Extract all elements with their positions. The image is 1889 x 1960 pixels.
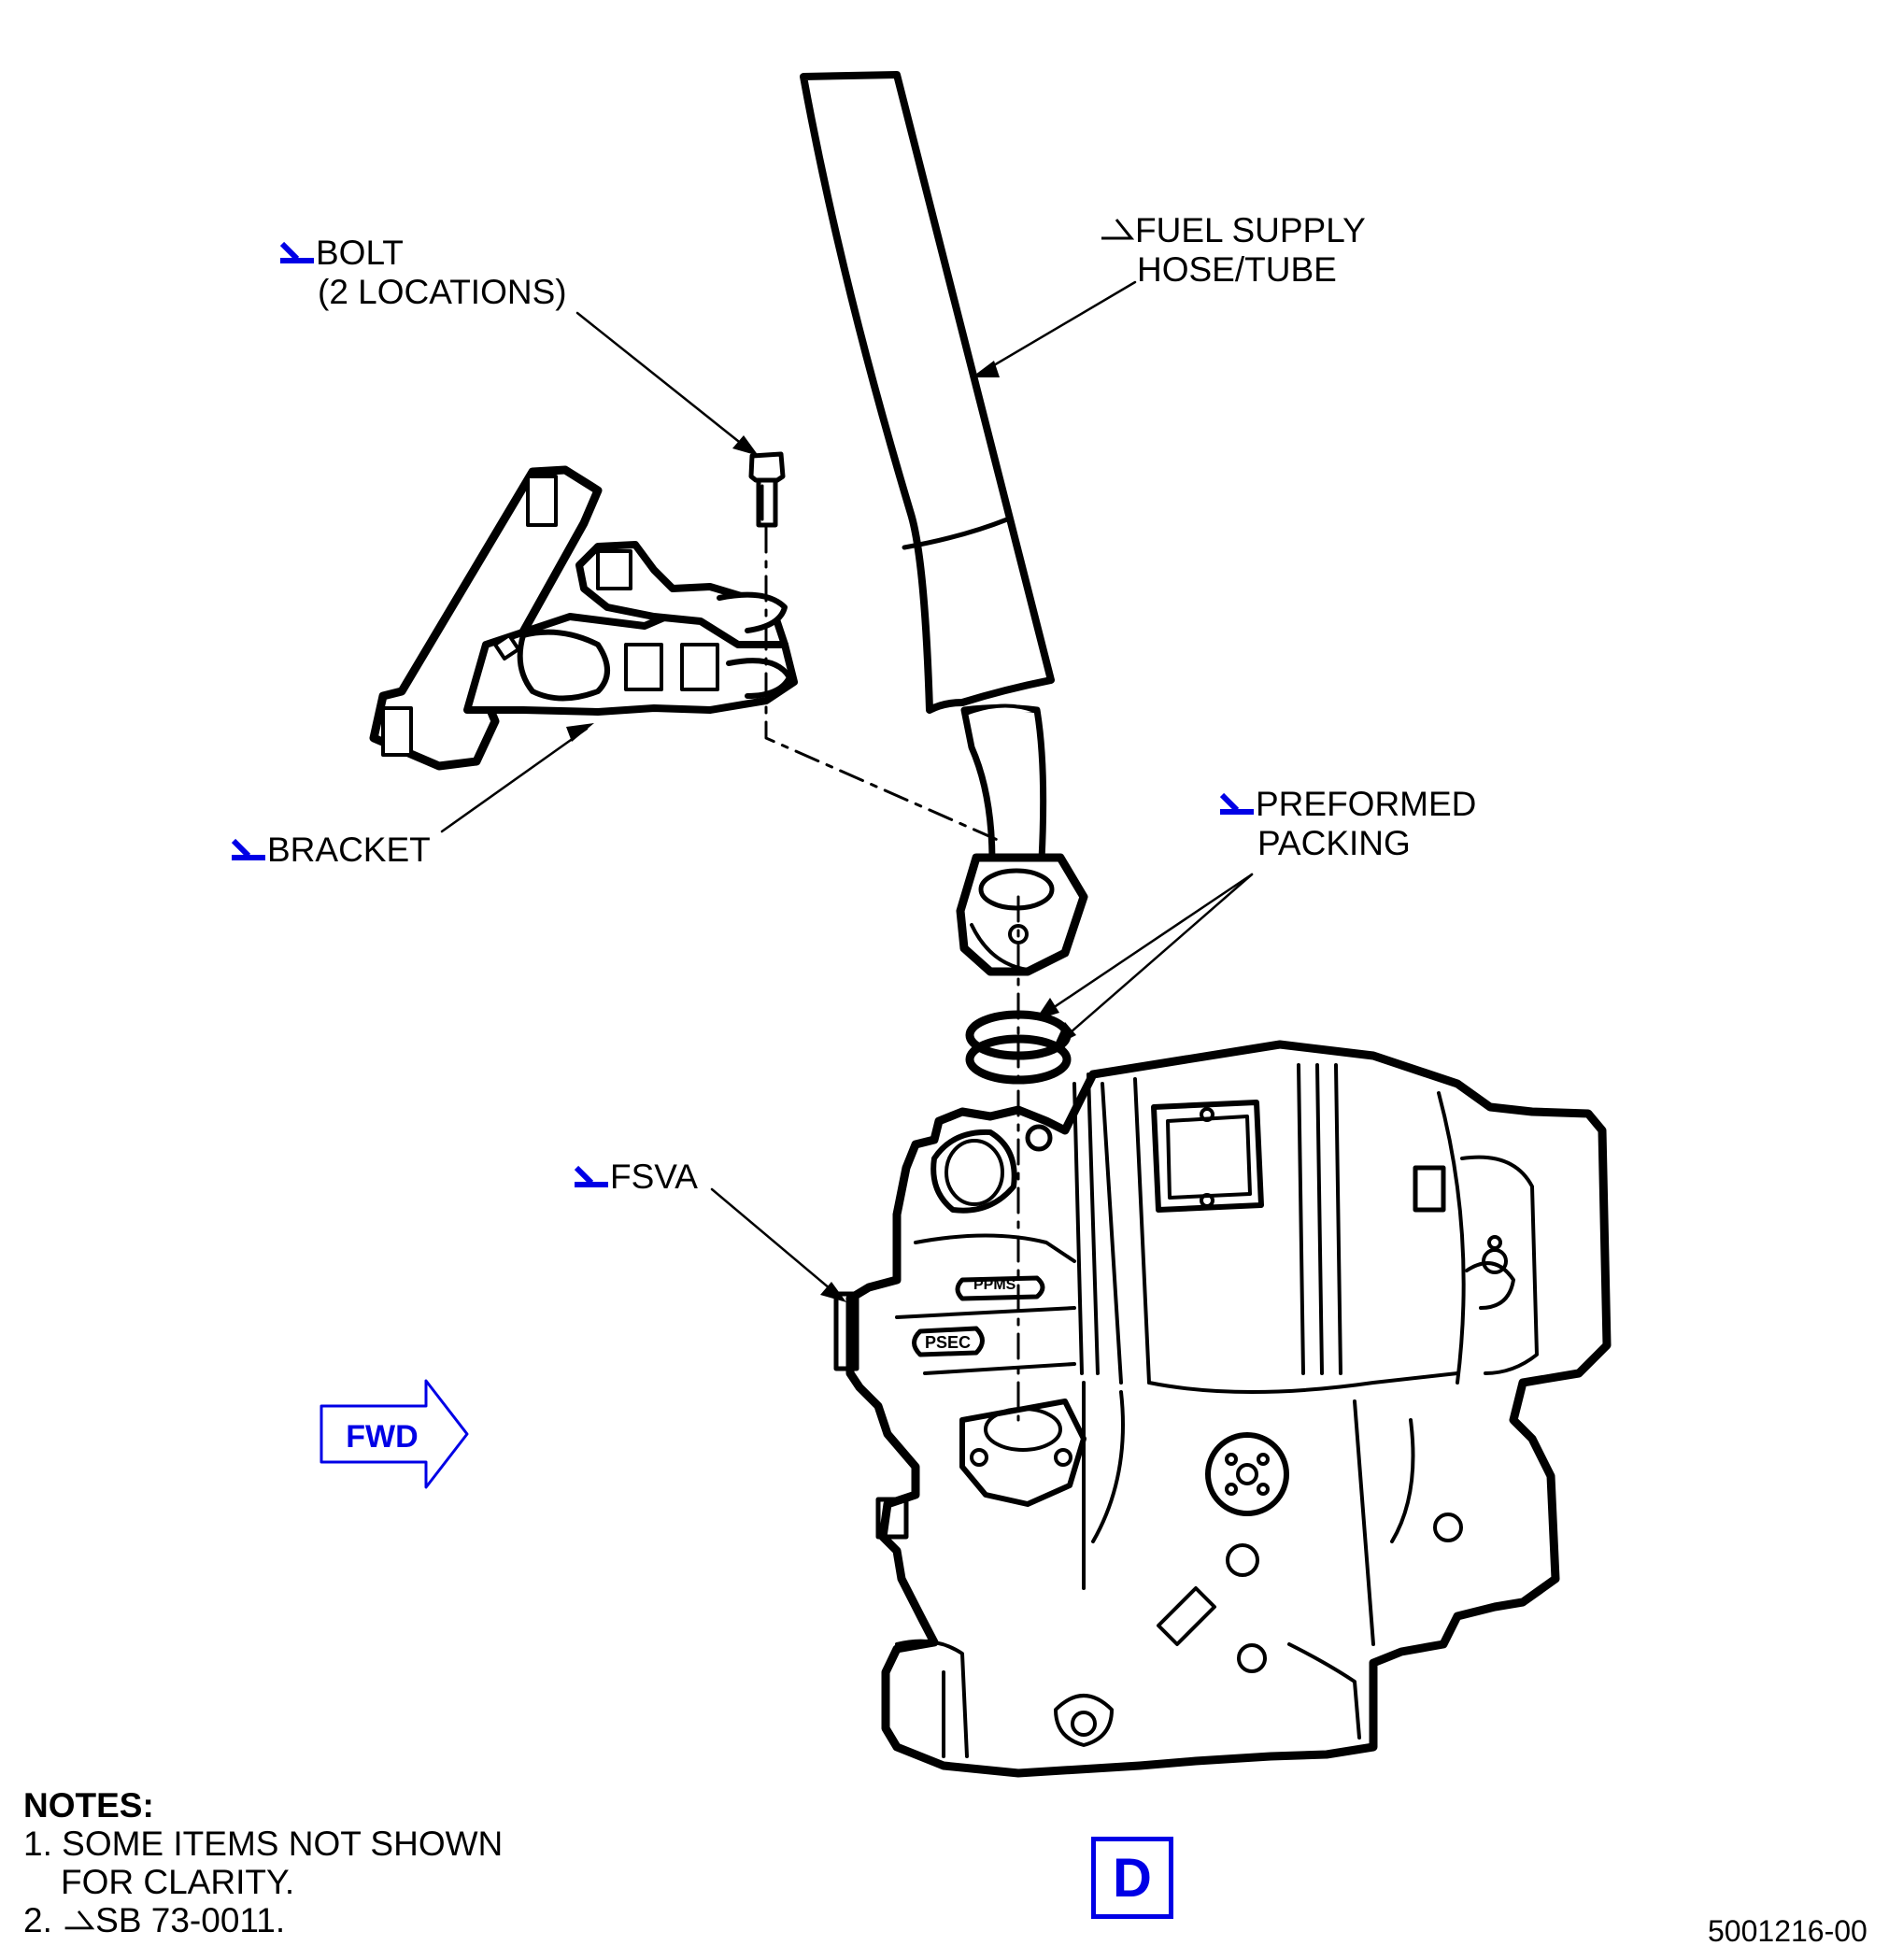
sb-effectivity-triangle-icon bbox=[64, 1910, 95, 1930]
fsva-callout: FSVA bbox=[573, 1158, 698, 1197]
notes-block: NOTES: 1. SOME ITEMS NOT SHOWN FOR CLARI… bbox=[23, 1786, 503, 1939]
fuel-tube-elbow bbox=[960, 703, 1047, 865]
assembly-centerline bbox=[764, 526, 1020, 1422]
preformed-packing-label-line2: PACKING bbox=[1257, 824, 1411, 862]
bolt-callout: BOLT (2 LOCATIONS) bbox=[278, 234, 567, 312]
fuel-supply-label: FUEL SUPPLY bbox=[1135, 211, 1366, 249]
fuel-supply-label-line2: HOSE/TUBE bbox=[1137, 250, 1337, 289]
blue-revision-flag-icon bbox=[279, 241, 314, 263]
fuel-supply-hose bbox=[800, 71, 1055, 714]
detail-marker: D bbox=[1091, 1837, 1173, 1919]
note-2-number: 2. bbox=[23, 1901, 52, 1939]
bracket-tabs bbox=[381, 475, 719, 757]
figure-number: 5001216-00 bbox=[1708, 1914, 1868, 1948]
sb-effectivity-triangle-icon bbox=[1101, 219, 1135, 240]
ppms-marking: PPMS bbox=[973, 1277, 1016, 1293]
fwd-label: FWD bbox=[346, 1419, 419, 1455]
psec-marking: PSEC bbox=[925, 1333, 972, 1352]
preformed-packing-label: PREFORMED bbox=[1256, 785, 1477, 823]
bracket bbox=[369, 465, 603, 771]
fsva-details bbox=[833, 1063, 1539, 1758]
leader-arrowheads bbox=[566, 361, 1076, 1302]
bracket-label: BRACKET bbox=[267, 831, 431, 869]
fuel-supply-callout: FUEL SUPPLY HOSE/TUBE bbox=[1098, 211, 1366, 290]
blue-revision-flag-icon bbox=[231, 838, 265, 860]
note-1-number: 1. bbox=[23, 1825, 52, 1863]
note-1-text: SOME ITEMS NOT SHOWN bbox=[62, 1825, 504, 1863]
blue-revision-flag-icon bbox=[574, 1165, 608, 1187]
bolt-qty-label: (2 LOCATIONS) bbox=[318, 273, 567, 311]
bolt-label: BOLT bbox=[316, 234, 404, 272]
bolt bbox=[748, 451, 786, 528]
blue-revision-flag-icon bbox=[1219, 792, 1254, 815]
note-2-text: SB 73-0011. bbox=[95, 1901, 286, 1939]
fwd-arrow-icon bbox=[320, 1379, 469, 1489]
notes-title: NOTES: bbox=[23, 1786, 154, 1825]
fsva-body bbox=[845, 1040, 1612, 1778]
tube-flange bbox=[956, 853, 1088, 976]
bracket-callout: BRACKET bbox=[230, 831, 431, 870]
hose-fitting-band bbox=[902, 517, 1010, 550]
leader-lines bbox=[440, 280, 1254, 1296]
preformed-packing-callout: PREFORMED PACKING bbox=[1218, 785, 1476, 863]
fsva-label: FSVA bbox=[610, 1158, 698, 1196]
note-1-text-line2: FOR CLARITY. bbox=[61, 1863, 295, 1901]
